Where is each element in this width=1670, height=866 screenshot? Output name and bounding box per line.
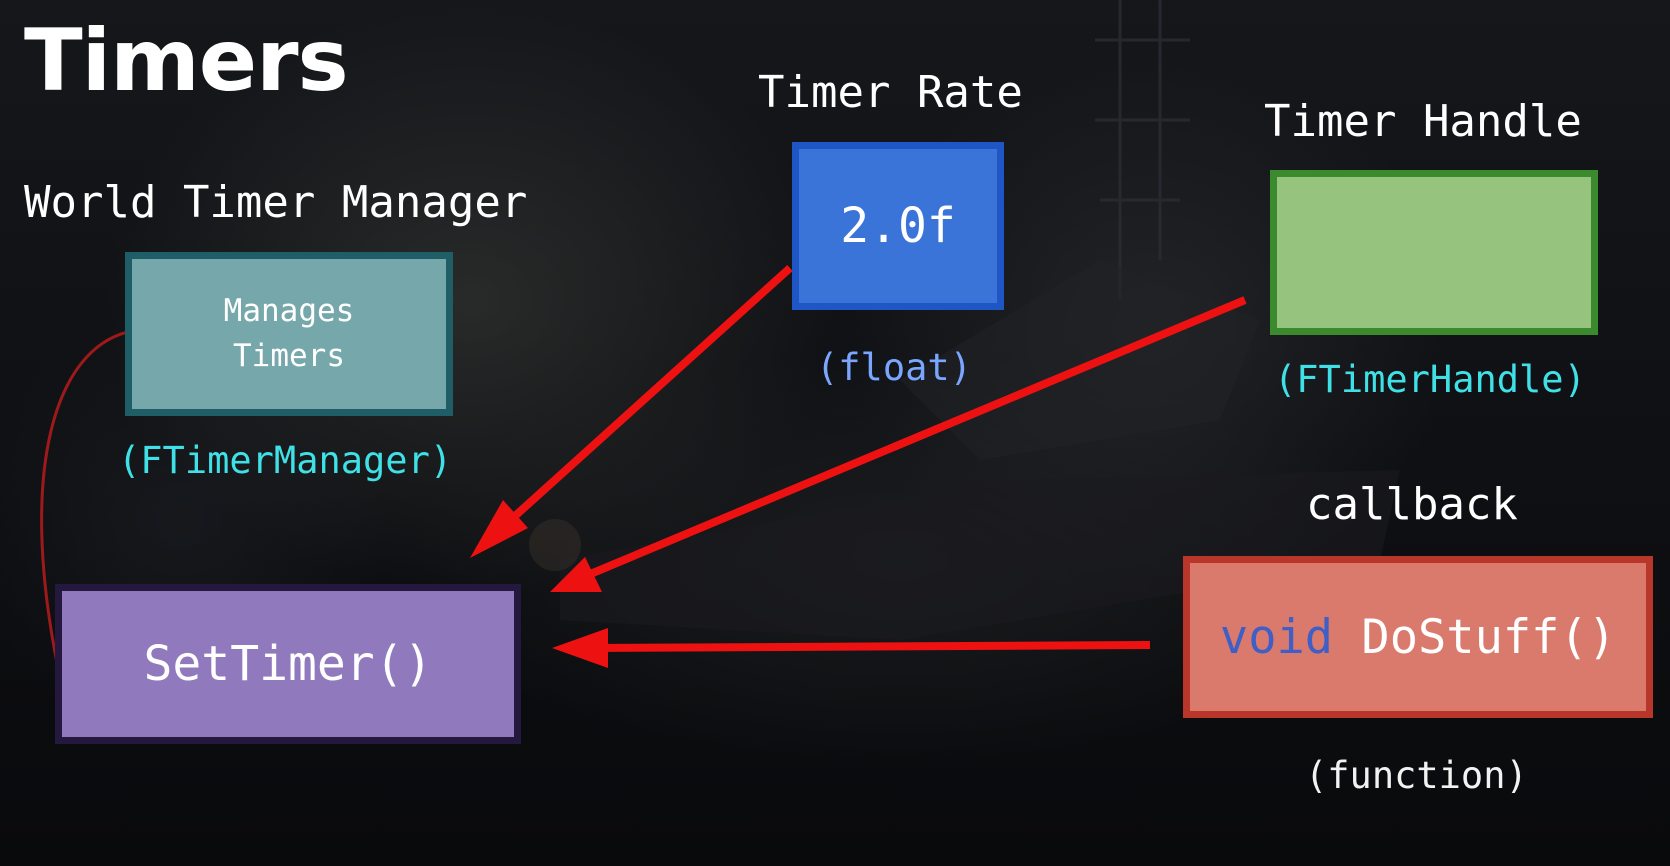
timer-manager-box-line2: Timers [233,338,345,374]
handle-arrow [550,296,1247,592]
timer-handle-box [1270,170,1598,335]
timer-manager-type-label: (FTimerManager) [118,439,453,482]
timer-rate-type-label: (float) [816,346,972,389]
callback-arrow [552,628,1151,668]
timer-manager-box-line1: Manages [223,293,355,329]
rate-arrow [470,265,793,558]
callback-keyword: void [1219,609,1334,665]
set-timer-box: SetTimer() [55,584,521,744]
callback-heading: callback [1306,479,1518,530]
world-timer-manager-heading: World Timer Manager [24,177,528,228]
timer-rate-heading: Timer Rate [758,67,1023,118]
timer-rate-box: 2.0f [792,142,1004,310]
timer-manager-box: Manages Timers [125,252,453,416]
set-timer-label: SetTimer() [143,636,433,692]
manager-connector-line [40,330,129,669]
callback-function-name: DoStuff() [1361,609,1617,665]
timer-handle-type-label: (FTimerHandle) [1274,358,1586,401]
timer-handle-heading: Timer Handle [1264,96,1582,147]
callback-type-label: (function) [1305,754,1528,797]
callback-box: void DoStuff() [1183,556,1653,718]
page-title: Timers [24,11,349,111]
timer-rate-value: 2.0f [840,198,956,254]
